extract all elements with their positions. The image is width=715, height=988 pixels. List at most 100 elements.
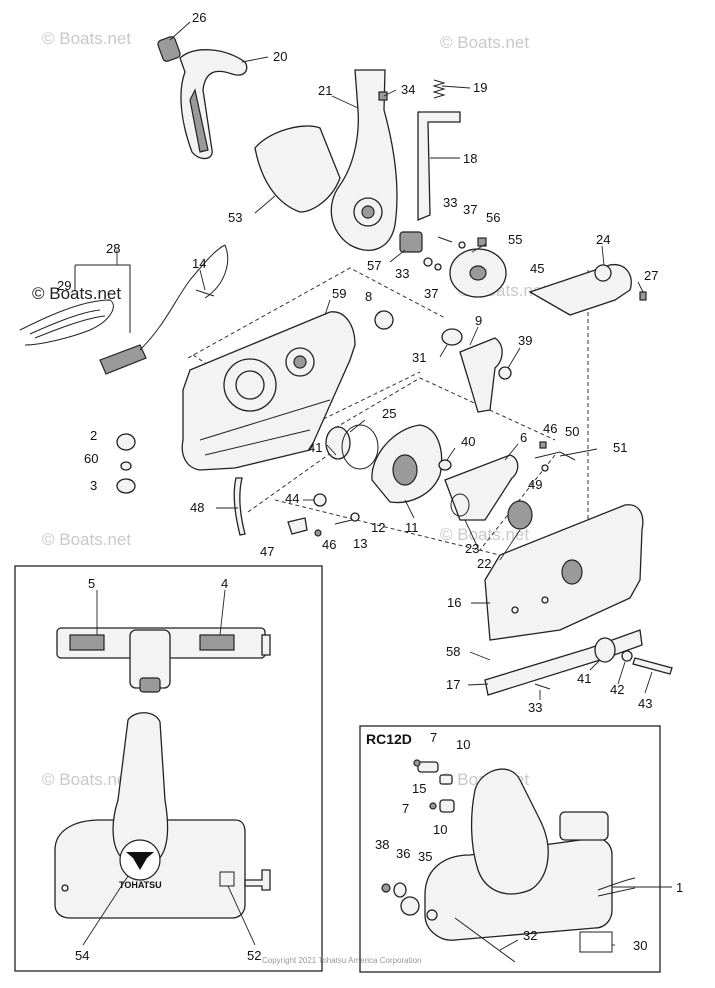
callout-10: 10	[456, 737, 470, 752]
callout-26: 26	[192, 10, 206, 25]
callout-1: 1	[676, 880, 683, 895]
callout-42: 42	[610, 682, 624, 697]
callout-23: 23	[465, 541, 479, 556]
callout-21: 21	[318, 83, 332, 98]
callout-7: 7	[430, 730, 437, 745]
linkage-6	[444, 454, 533, 530]
callout-37: 37	[424, 286, 438, 301]
callout-49: 49	[528, 477, 542, 492]
callout-18: 18	[463, 151, 477, 166]
callout-5: 5	[88, 576, 95, 591]
callout-54: 54	[75, 948, 89, 963]
callout-30: 30	[633, 938, 647, 953]
small-discs	[116, 433, 136, 494]
callout-48: 48	[190, 500, 204, 515]
callout-41: 41	[577, 671, 591, 686]
callout-10: 10	[433, 822, 447, 837]
gear-plate-11	[371, 424, 443, 504]
top-view-control	[56, 627, 271, 693]
callout-45: 45	[530, 261, 544, 276]
callouts: 26 20 21 34 19 18 53 33 37 56 55 57 33 3…	[57, 10, 683, 963]
callout-25: 25	[382, 406, 396, 421]
callout-60: 60	[84, 451, 98, 466]
inset-box-rc12d	[359, 725, 661, 973]
ring-31	[441, 328, 463, 346]
side-plate-16	[484, 504, 644, 641]
block-57	[399, 231, 423, 253]
callout-56: 56	[486, 210, 500, 225]
callout-16: 16	[447, 595, 461, 610]
rod-48	[233, 477, 246, 536]
callout-24: 24	[596, 232, 610, 247]
spring-19	[432, 79, 446, 99]
front-view-control: TOHATSU	[54, 712, 271, 919]
callout-41: 41	[308, 440, 322, 455]
callout-39: 39	[518, 333, 532, 348]
callout-46: 46	[322, 537, 336, 552]
callout-46: 46	[543, 421, 557, 436]
watermark: © Boats.net	[440, 525, 529, 544]
callout-17: 17	[446, 677, 460, 692]
callout-27: 27	[644, 268, 658, 283]
bracket-18	[417, 111, 461, 221]
leader-lines	[82, 21, 672, 951]
callout-31: 31	[412, 350, 426, 365]
callout-11: 11	[405, 520, 419, 535]
callout-50: 50	[565, 424, 579, 439]
callout-36: 36	[396, 846, 410, 861]
callout-59: 59	[332, 286, 346, 301]
callout-38: 38	[375, 837, 389, 852]
callout-9: 9	[475, 313, 482, 328]
ring-25	[341, 424, 379, 470]
lever-arm	[330, 69, 398, 251]
callout-6: 6	[520, 430, 527, 445]
lanyard-28	[19, 244, 229, 375]
callout-7: 7	[402, 801, 409, 816]
callout-4: 4	[221, 576, 228, 591]
small-hardware-right	[534, 441, 576, 472]
inset-box-top-view	[14, 565, 323, 972]
callout-52: 52	[247, 948, 261, 963]
callout-3: 3	[90, 478, 97, 493]
watermark: © Boats.net	[42, 530, 131, 549]
main-housing-59	[181, 311, 356, 471]
watermark-overlay: © Boats.net	[32, 284, 121, 303]
ring-40	[438, 459, 452, 471]
callout-33: 33	[443, 195, 457, 210]
rc12d-control	[381, 759, 636, 963]
brand-logo-text: TOHATSU	[119, 880, 162, 890]
callout-37: 37	[463, 202, 477, 217]
callout-40: 40	[461, 434, 475, 449]
callout-33: 33	[395, 266, 409, 281]
callout-13: 13	[353, 536, 367, 551]
callout-22: 22	[477, 556, 491, 571]
watermark: © Boats.net	[42, 770, 131, 789]
callout-43: 43	[638, 696, 652, 711]
callout-29: 29	[57, 278, 71, 293]
bushing-8	[374, 310, 394, 330]
callout-53: 53	[228, 210, 242, 225]
callout-8: 8	[365, 289, 372, 304]
handle-grip	[157, 36, 248, 160]
callout-44: 44	[285, 491, 299, 506]
callout-58: 58	[446, 644, 460, 659]
lever-plate-45	[528, 263, 647, 316]
inset-title: RC12D	[366, 731, 412, 747]
copyright-text: Copyright 2021 Tohatsu America Corporati…	[262, 956, 422, 965]
callout-51: 51	[613, 440, 627, 455]
washer-39	[498, 366, 512, 380]
callout-20: 20	[273, 49, 287, 64]
bolt-stack	[534, 637, 673, 690]
callout-34: 34	[401, 82, 415, 97]
cover-part	[254, 125, 341, 213]
cam-disc-55	[449, 248, 507, 298]
callout-2: 2	[90, 428, 97, 443]
callout-33: 33	[528, 700, 542, 715]
callout-28: 28	[106, 241, 120, 256]
bracket-9	[459, 337, 503, 413]
watermark: © Boats.net	[440, 33, 529, 52]
callout-19: 19	[473, 80, 487, 95]
callout-57: 57	[367, 258, 381, 273]
callout-32: 32	[523, 928, 537, 943]
